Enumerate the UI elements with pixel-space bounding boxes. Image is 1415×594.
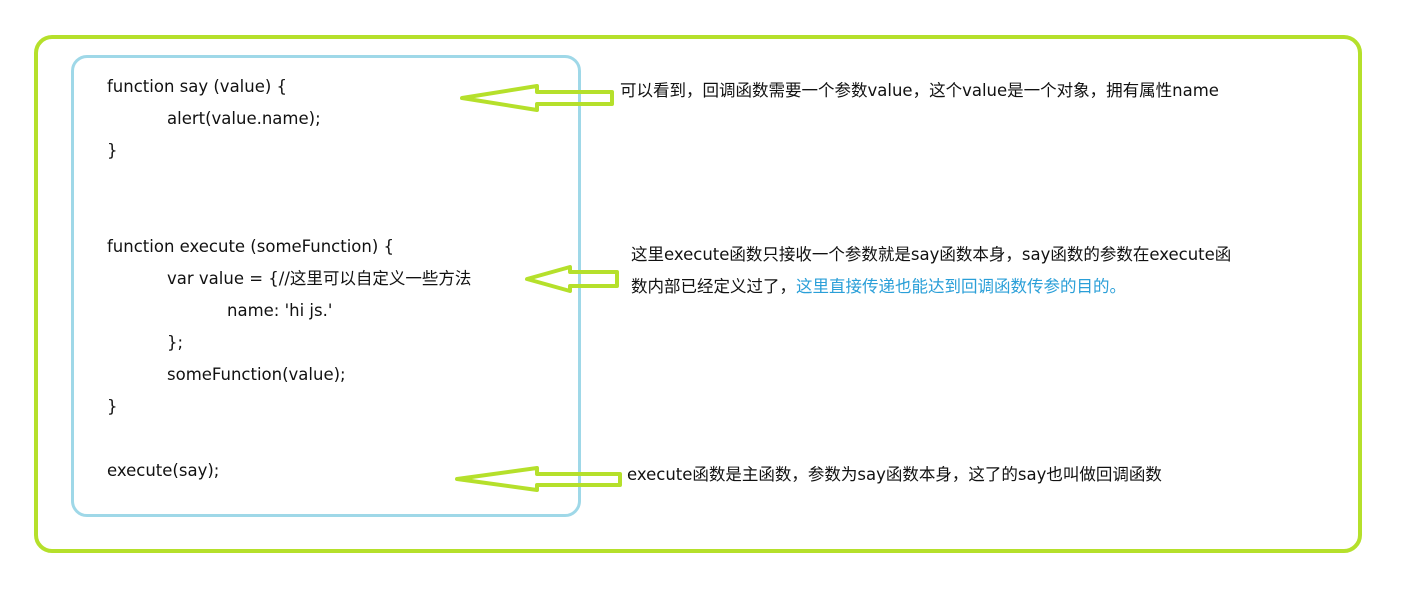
code-line: alert(value.name);: [167, 109, 321, 128]
code-line: }: [107, 141, 118, 160]
note-execute-line1: 这里execute函数只接收一个参数就是say函数本身，say函数的参数在exe…: [631, 245, 1232, 264]
code-line: }: [107, 397, 118, 416]
code-line: someFunction(value);: [167, 365, 346, 384]
note-text: 数内部已经定义过了，: [631, 277, 796, 296]
code-line: name: 'hi js.': [227, 301, 333, 320]
arrow-left-icon: [460, 84, 614, 112]
code-line: execute(say);: [107, 461, 220, 480]
note-callback-param: 可以看到，回调函数需要一个参数value，这个value是一个对象，拥有属性na…: [620, 81, 1219, 100]
code-line: function say (value) {: [107, 77, 288, 96]
note-main-function: execute函数是主函数，参数为say函数本身，这了的say也叫做回调函数: [627, 465, 1162, 484]
arrow-left-icon: [455, 466, 622, 492]
code-line: };: [167, 333, 184, 352]
outer-frame: [34, 35, 1362, 553]
note-highlight: 这里直接传递也能达到回调函数传参的目的。: [796, 277, 1126, 296]
note-execute-line2: 数内部已经定义过了，这里直接传递也能达到回调函数传参的目的。: [631, 277, 1126, 297]
code-line: function execute (someFunction) {: [107, 237, 395, 256]
code-line: var value = {//这里可以自定义一些方法: [167, 269, 472, 288]
arrow-left-icon: [525, 265, 619, 293]
